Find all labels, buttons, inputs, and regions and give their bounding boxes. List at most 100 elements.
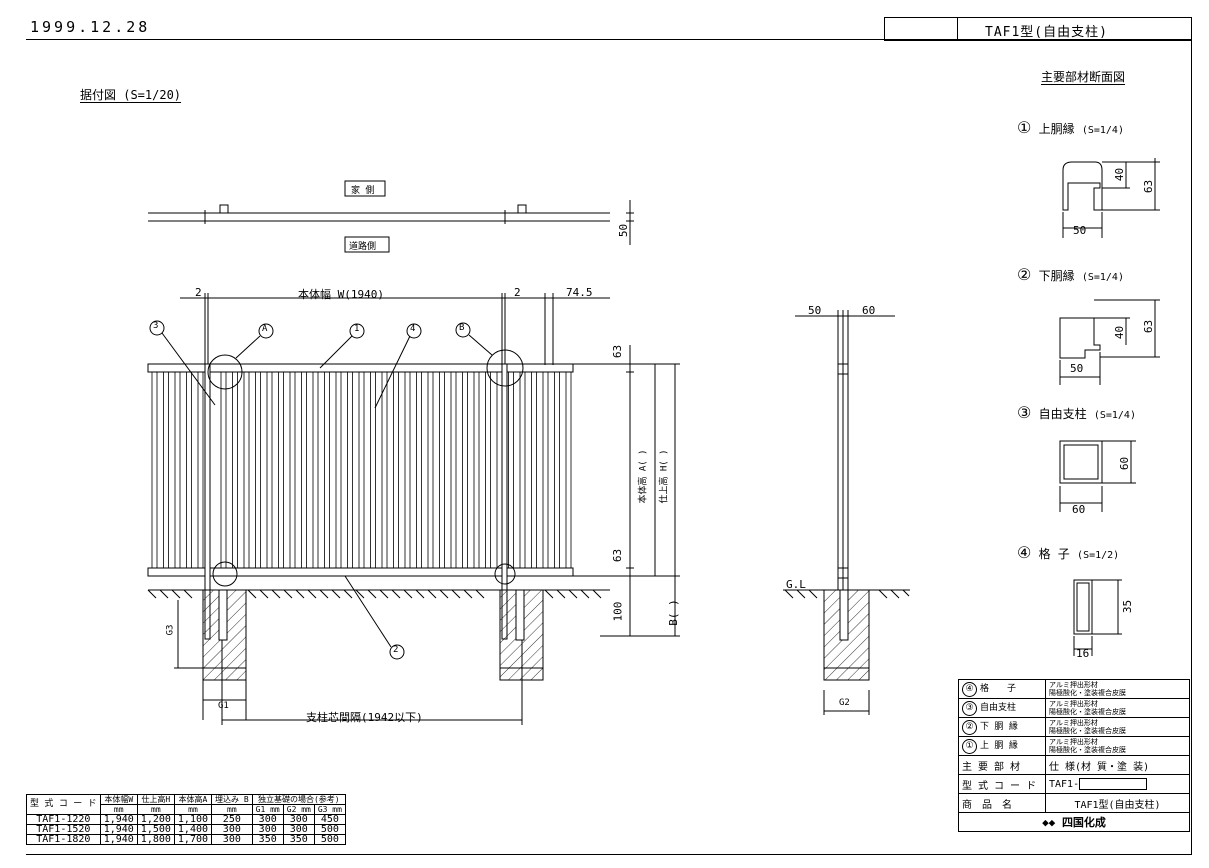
sections-title: 主要部材断面図 [1041,70,1126,84]
fence-picket [312,371,319,569]
section-1-label: ① 上胴縁 (S=1/4) [1017,118,1124,137]
road-side-label: 道路側 [349,242,377,252]
section-3-scale: (S=1/4) [1093,410,1136,421]
fence-picket [278,371,284,569]
section-1-name: 上胴縁 [1038,122,1075,136]
callout-b: B [459,323,465,333]
row-1-spec2: 陽極酸化・塗装複合皮膜 [1049,746,1126,754]
side-dim-50: 50 [808,304,822,317]
row-4-spec2: 陽極酸化・塗装複合皮膜 [1049,689,1126,697]
fence-picket [151,371,158,569]
fence-picket [255,371,261,569]
fence-picket [439,371,445,569]
section-3-label: ③ 自由支柱 (S=1/4) [1017,403,1136,422]
section-1-no: ① [1017,118,1032,137]
section-1-dim-50: 50 [1073,224,1087,237]
fence-picket [508,371,514,569]
title-box: TAF1型(自由支柱) [884,17,1192,41]
drawing-date: 1999.12.28 [30,18,151,36]
callout-2: 2 [393,645,399,655]
row-2-name: 下 胴 縁 [980,722,1018,732]
fence-picket [197,371,204,569]
dim-100: 100 [611,601,625,622]
fence-picket [485,371,491,569]
fence-picket [404,371,411,569]
g2-label: G2 [839,698,850,708]
dim-2-right: 2 [514,286,521,299]
unit-b: mm [211,804,253,815]
side-dim-60: 60 [862,304,876,317]
fence-picket [232,371,238,569]
fence-picket [186,371,192,569]
row-3-spec1: アルミ押出形材 [1049,700,1098,708]
callout-4: 4 [410,324,416,334]
dim-63-bottom: 63 [611,548,625,563]
fence-picket [266,371,273,569]
row-4-name: 格 子 [980,684,1017,694]
row-2-spec2: 陽極酸化・塗装複合皮膜 [1049,727,1126,735]
fence-picket [243,371,250,569]
g1-label: G1 [218,701,229,711]
fence-picket [163,371,169,569]
model-title: TAF1型(自由支柱) [985,25,1108,40]
unit-g3: G3 mm [313,804,346,815]
section-1-scale: (S=1/4) [1081,125,1124,136]
section-2-no: ② [1017,265,1032,284]
house-side-label: 家 側 [351,186,375,196]
width-label: 本体幅 W(1940) [298,288,384,301]
dim-2-left: 2 [195,286,202,299]
fence-picket [174,371,181,569]
unit-g1: G1 mm [251,804,284,815]
row-3-no: ③ [962,701,977,716]
section-4-scale: (S=1/2) [1077,550,1120,561]
maker-name: 四国化成 [1061,816,1106,829]
row-3-spec2: 陽極酸化・塗装複合皮膜 [1049,708,1126,716]
unit-a: mm [173,804,213,815]
code-input-box [1079,778,1148,790]
depth-b-label: B( ) [666,599,680,626]
fence-picket [450,371,457,569]
row-2-no: ② [962,720,977,735]
layout-view-title: 据付図 (S=1/20) [80,88,182,102]
fence-picket [393,371,399,569]
fence-picket [220,371,227,569]
section-3-dim-60-h: 60 [1072,503,1086,516]
fence-picket [335,371,342,569]
fence-picket [473,371,480,569]
section-2-scale: (S=1/4) [1081,272,1124,283]
section-1-dim-40: 40 [1113,167,1127,182]
code-value: TAF1- [1049,779,1080,790]
fence-picket [462,371,468,569]
product-value: TAF1型(自由支柱) [1045,793,1190,813]
fence-picket [554,371,560,569]
g3-label: G3 [165,624,176,636]
section-3-dim-60-v: 60 [1118,456,1132,471]
unit-h: mm [136,804,175,815]
spec-header-h: 仕上高H [136,794,175,805]
dim-74-5: 74.5 [566,286,593,299]
spec-header-w: 本体幅W [99,794,138,805]
row-1-name: 上 胴 縁 [980,741,1018,751]
plan-dim-50: 50 [617,223,631,238]
fence-picket [531,371,537,569]
pitch-label: 支柱芯間隔(1942以下) [306,711,423,724]
section-2-name: 下胴縁 [1038,269,1075,283]
row-1-no: ① [962,739,977,754]
row-4-no: ④ [962,682,977,697]
unit-w: mm [99,804,138,815]
height-a-label: 本体高 A( ) [638,449,649,504]
fence-picket [381,371,388,569]
row-2-spec1: アルミ押出形材 [1049,719,1098,727]
maker-logo-icon: ◆◆ [1042,816,1062,829]
section-4-name: 格 子 [1038,547,1070,561]
fence-picket [542,371,549,569]
callout-a: A [262,324,268,334]
main-parts-label: 主 要 部 材 [958,755,1046,775]
section-4-dim-16: 16 [1076,647,1090,660]
spec-header-foundation: 独立基礎の場合(参考) [251,794,346,805]
